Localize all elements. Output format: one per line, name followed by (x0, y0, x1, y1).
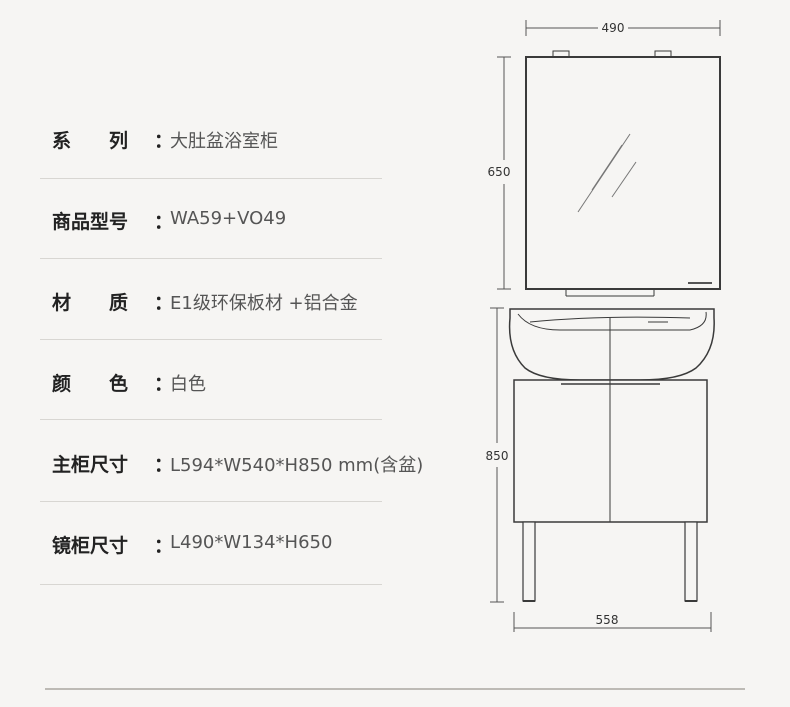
spec-value: 白色 (170, 374, 206, 395)
dimension-mirror-height (497, 56, 511, 290)
divider (40, 584, 382, 585)
spec-label: 材 质 (52, 292, 129, 314)
spec-row-mirror-cabinet-size: 镜柜尺寸 ： L490*W134*H650 (52, 531, 382, 571)
divider (40, 258, 382, 259)
divider (40, 339, 382, 340)
spec-value: E1级环保板材 +铝合金 (170, 293, 358, 314)
spec-value: L594*W540*H850 mm(含盆) (170, 455, 424, 476)
spec-colon: ： (154, 454, 174, 476)
spec-value: 大肚盆浴室柜 (170, 131, 278, 152)
spec-label: 镜柜尺寸 (52, 535, 129, 557)
spec-label: 商品型号 (52, 211, 129, 233)
spec-colon: ： (154, 130, 174, 152)
spec-value: WA59+VO49 (170, 208, 287, 229)
vanity-cabinet (508, 308, 715, 602)
mirror-cabinet (525, 50, 721, 297)
spec-colon: ： (154, 373, 174, 395)
mirror-height-label: 650 (488, 165, 511, 179)
cabinet-height-label: 850 (486, 449, 509, 463)
dimension-mirror-width (525, 20, 721, 36)
spec-colon: ： (154, 292, 174, 314)
spec-colon: ： (154, 535, 174, 557)
divider (40, 419, 382, 420)
spec-row-material: 材 质 ： E1级环保板材 +铝合金 (52, 288, 382, 328)
divider (40, 178, 382, 179)
spec-row-series: 系 列 ： 大肚盆浴室柜 (52, 126, 382, 166)
dimension-cabinet-width (513, 612, 712, 632)
dimension-cabinet-height (490, 307, 504, 603)
spec-label: 主柜尺寸 (52, 454, 129, 476)
divider (40, 501, 382, 502)
spec-label: 颜 色 (52, 373, 129, 395)
spec-value: L490*W134*H650 (170, 532, 333, 553)
spec-colon: ： (154, 211, 174, 233)
bottom-rule (45, 688, 745, 690)
mirror-width-label: 490 (602, 21, 625, 35)
spec-row-color: 颜 色 ： 白色 (52, 369, 382, 409)
cabinet-width-label: 558 (596, 613, 619, 627)
spec-row-model: 商品型号 ： WA59+VO49 (52, 207, 382, 247)
spec-row-main-cabinet-size: 主柜尺寸 ： L594*W540*H850 mm(含盆) (52, 450, 423, 490)
spec-label: 系 列 (52, 130, 129, 152)
